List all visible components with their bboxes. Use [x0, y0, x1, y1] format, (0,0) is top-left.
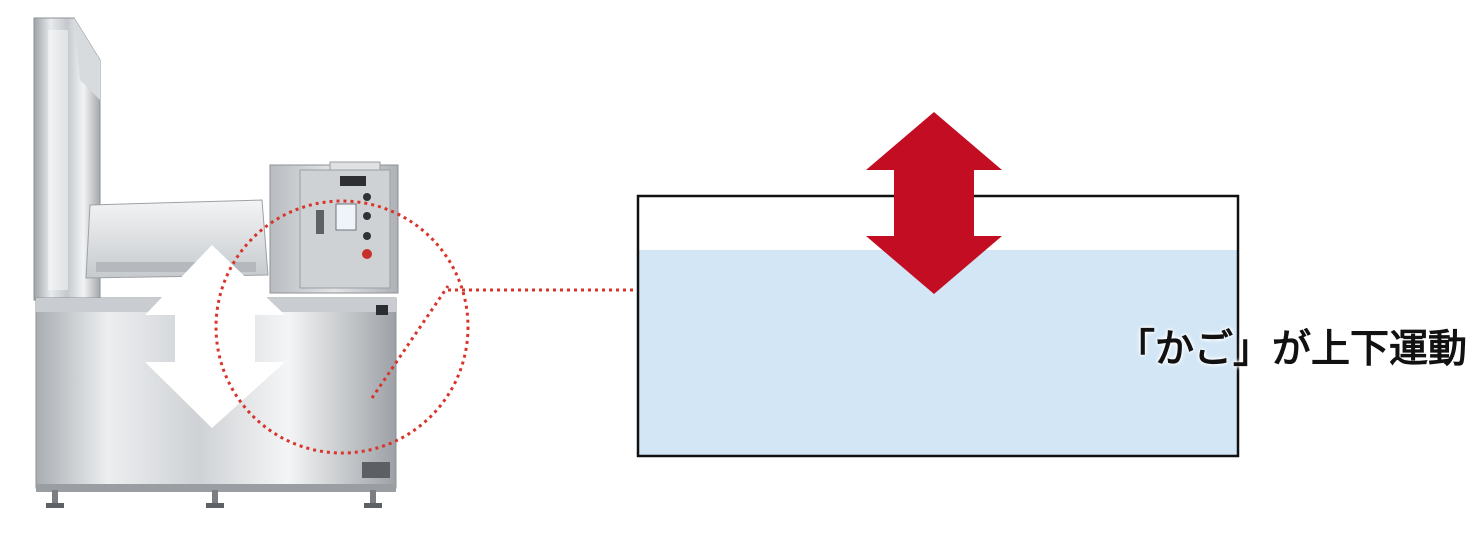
- tank-schematic: [636, 112, 1240, 458]
- control-switch: [316, 210, 324, 234]
- machine-leg: [212, 490, 218, 504]
- control-knob-1: [363, 193, 371, 201]
- machine-foot: [206, 503, 224, 508]
- machine-nameplate: [362, 462, 390, 478]
- control-stop-button: [362, 249, 372, 259]
- up-down-arrow-icon: [866, 112, 1002, 294]
- machine-leg: [52, 490, 58, 504]
- machine-badge: [376, 305, 388, 315]
- machine-foot: [364, 503, 382, 508]
- cooking-machine-photo: [33, 17, 399, 508]
- machine-column-highlight: [48, 30, 68, 290]
- machine-rim: [96, 262, 256, 272]
- connector-line-diagonal: [370, 285, 450, 399]
- control-panel-label: [329, 161, 381, 171]
- machine-column-top: [74, 18, 100, 100]
- machine-base: [36, 484, 396, 492]
- control-display-top: [340, 176, 366, 186]
- highlight-circle: [214, 199, 470, 455]
- machine-leg: [370, 490, 376, 504]
- basket-motion-caption: 「かご」が上下運動: [1116, 327, 1468, 372]
- machine-foot: [46, 503, 64, 508]
- control-knob-3: [363, 232, 371, 240]
- control-display: [335, 203, 357, 231]
- control-knob-2: [363, 212, 371, 220]
